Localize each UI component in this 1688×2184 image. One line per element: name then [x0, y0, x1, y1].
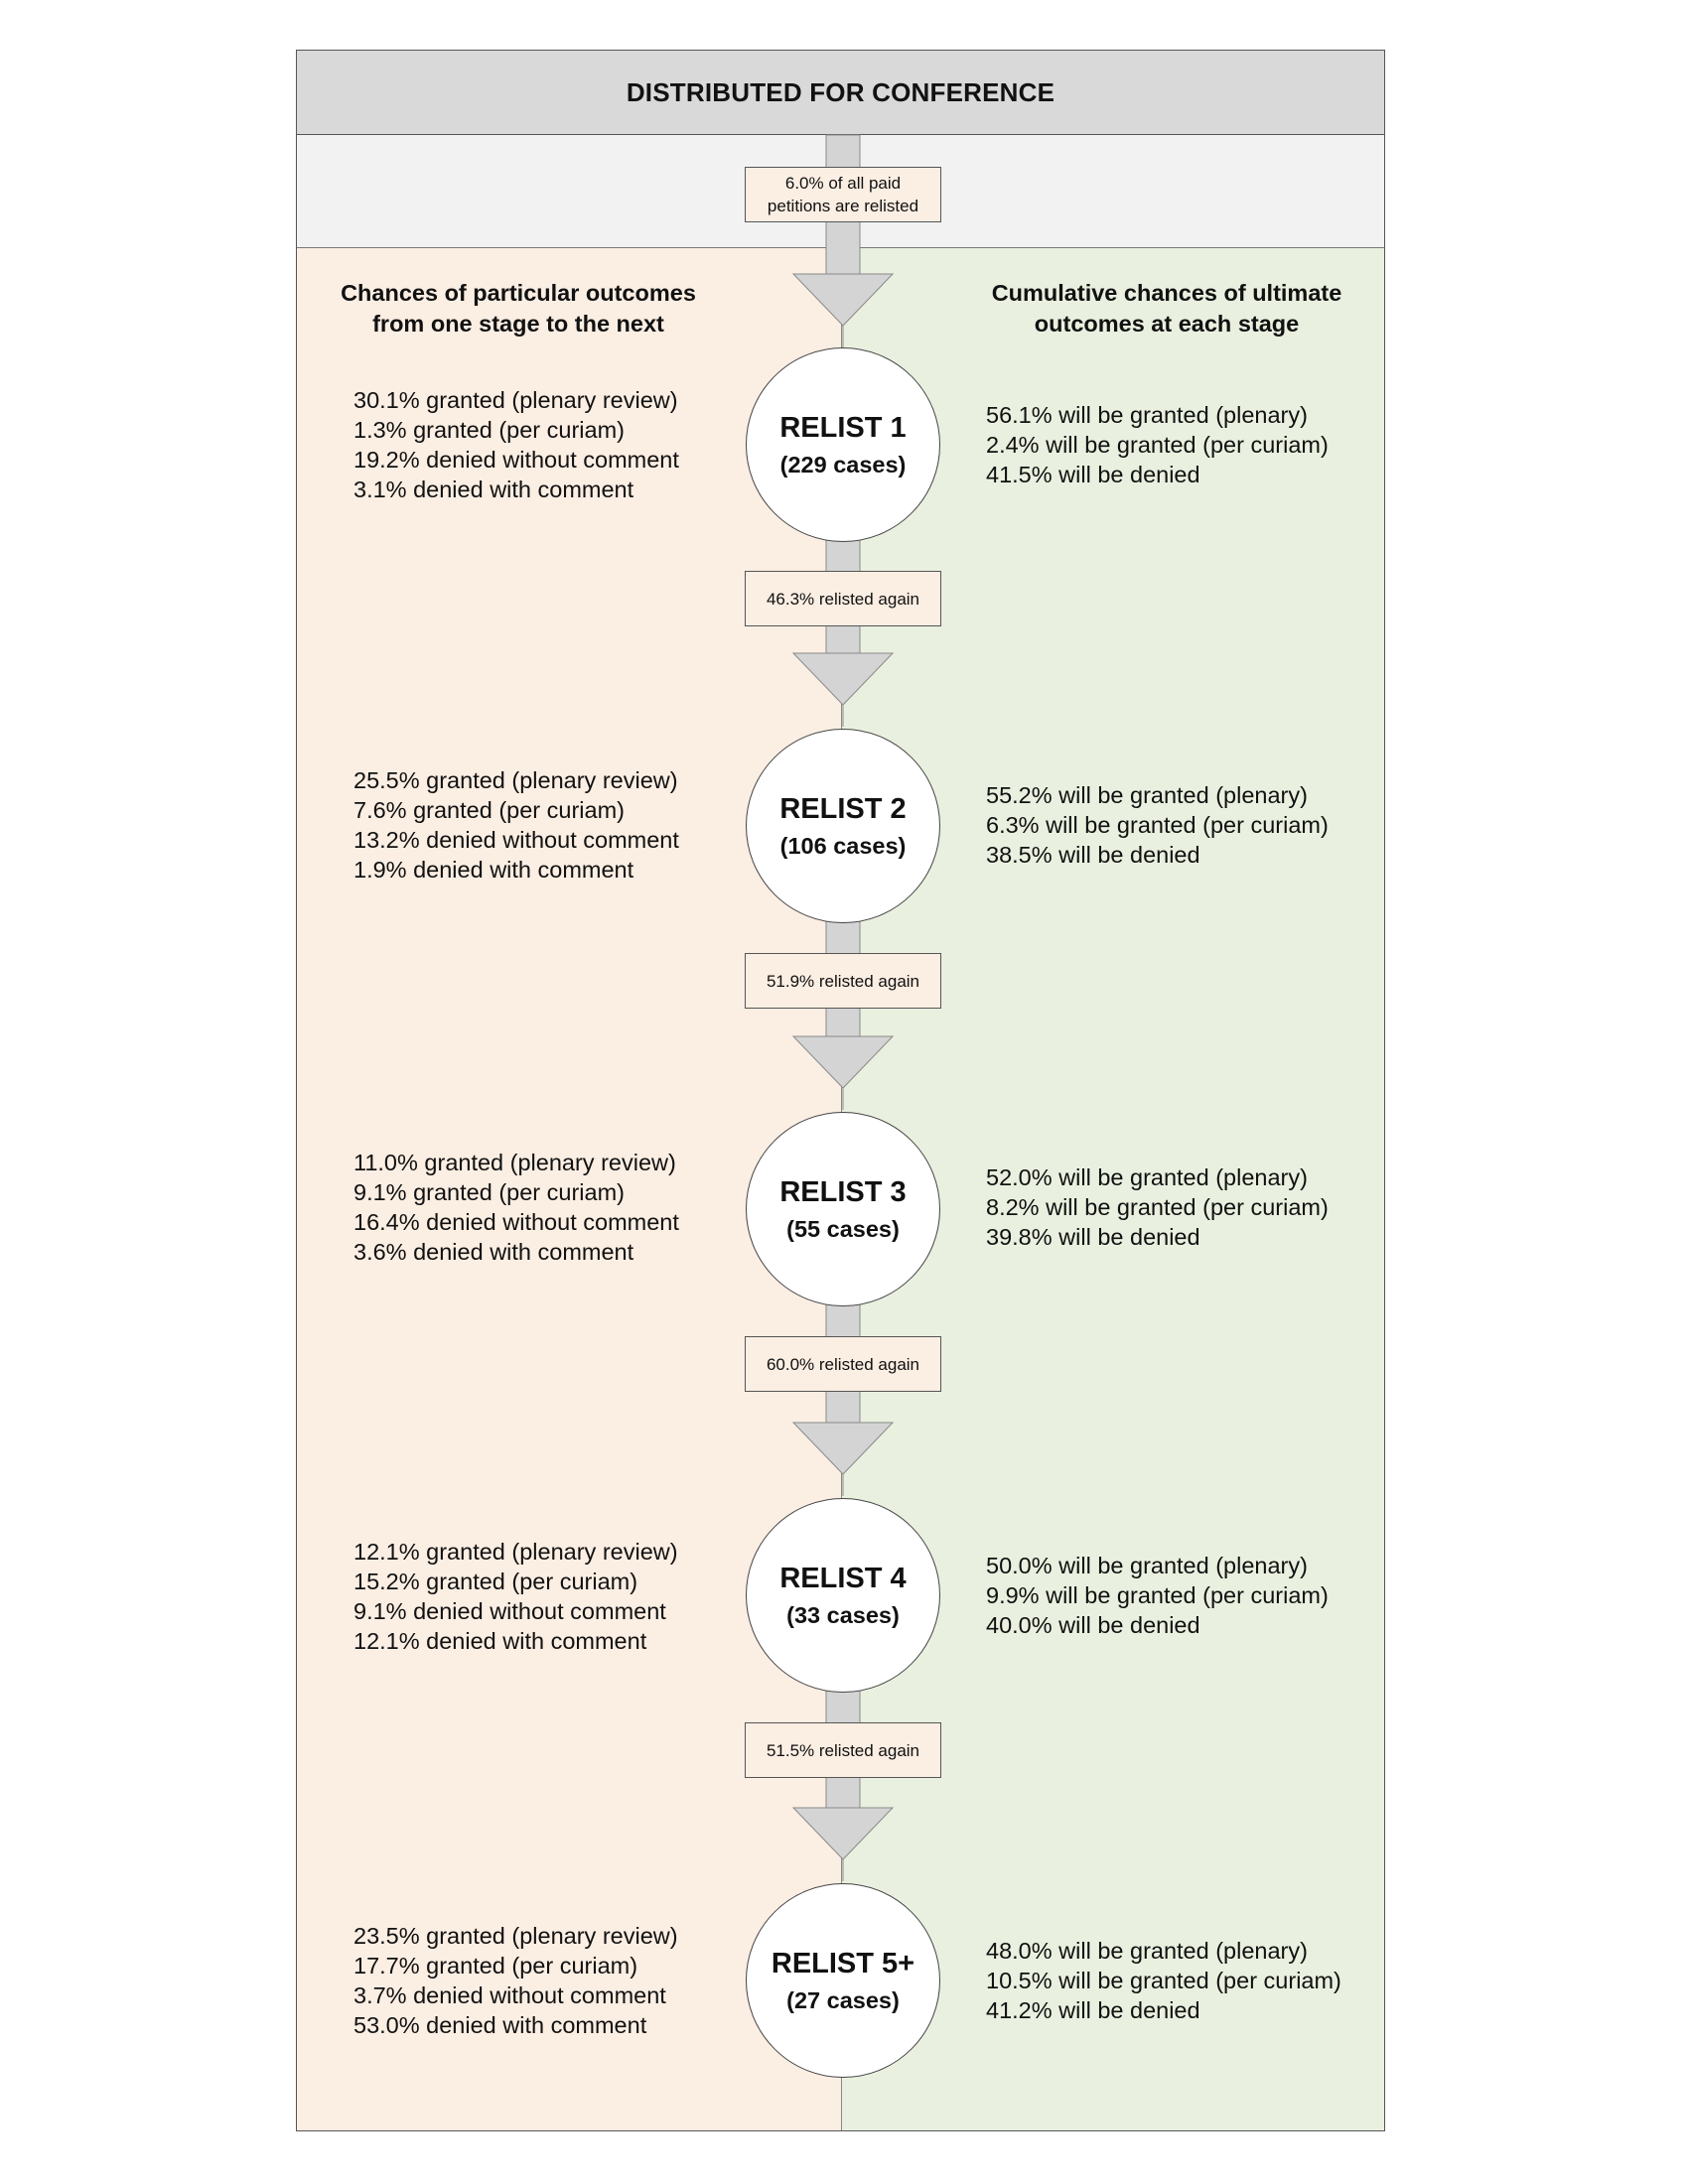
right-heading-line-2: outcomes at each stage [1034, 311, 1300, 337]
diagram-header: DISTRIBUTED FOR CONFERENCE [297, 51, 1384, 135]
stage-outcome-line: 13.2% denied without comment [353, 827, 679, 853]
stage-2-outcomes: 25.5% granted (plenary review) 7.6% gran… [353, 765, 679, 885]
stage-outcome-line: 30.1% granted (plenary review) [353, 387, 678, 413]
stage-4-cumulative: 50.0% will be granted (plenary) 9.9% wil… [986, 1551, 1329, 1640]
cumulative-outcome-line: 40.0% will be denied [986, 1612, 1200, 1638]
relist-again-rate: 51.9% relisted again [766, 971, 920, 991]
relist-again-box-3: 60.0% relisted again [745, 1336, 941, 1392]
diagram-frame [296, 50, 1385, 2131]
cumulative-outcome-line: 2.4% will be granted (per curiam) [986, 432, 1329, 458]
stage-outcome-line: 3.1% denied with comment [353, 477, 634, 502]
stage-2-cumulative: 55.2% will be granted (plenary) 6.3% wil… [986, 780, 1329, 870]
relist-node-5: RELIST 5+ (27 cases) [746, 1883, 940, 2078]
intro-rate-line-1: 6.0% of all paid [784, 174, 902, 193]
cumulative-outcome-line: 48.0% will be granted (plenary) [986, 1938, 1308, 1964]
stage-outcome-line: 15.2% granted (per curiam) [353, 1569, 638, 1594]
node-title: RELIST 3 [779, 1176, 907, 1208]
stage-outcome-line: 9.1% granted (per curiam) [353, 1179, 625, 1205]
relist-again-rate: 60.0% relisted again [766, 1354, 920, 1374]
left-heading-line-1: Chances of particular outcomes [341, 280, 696, 306]
relist-node-1: RELIST 1 (229 cases) [746, 347, 940, 542]
left-column-heading: Chances of particular outcomes from one … [297, 278, 740, 340]
stage-outcome-line: 53.0% denied with comment [353, 2012, 647, 2038]
stage-4-outcomes: 12.1% granted (plenary review) 15.2% gra… [353, 1537, 678, 1656]
node-title: RELIST 4 [779, 1563, 907, 1594]
relist-again-rate: 46.3% relisted again [766, 589, 920, 609]
down-arrow-icon [791, 1035, 895, 1089]
stage-3-cumulative: 52.0% will be granted (plenary) 8.2% wil… [986, 1162, 1329, 1252]
stage-outcome-line: 16.4% denied without comment [353, 1209, 679, 1235]
stage-5-outcomes: 23.5% granted (plenary review) 17.7% gra… [353, 1921, 678, 2040]
relist-again-box-2: 51.9% relisted again [745, 953, 941, 1009]
relist-again-box-1: 46.3% relisted again [745, 571, 941, 626]
cumulative-outcome-line: 8.2% will be granted (per curiam) [986, 1194, 1329, 1220]
stage-1-outcomes: 30.1% granted (plenary review) 1.3% gran… [353, 385, 679, 504]
left-heading-line-2: from one stage to the next [372, 311, 664, 337]
stage-outcome-line: 17.7% granted (per curiam) [353, 1953, 638, 1979]
stage-outcome-line: 25.5% granted (plenary review) [353, 767, 678, 793]
relist-node-4: RELIST 4 (33 cases) [746, 1498, 940, 1693]
header-title: DISTRIBUTED FOR CONFERENCE [626, 76, 1055, 107]
cumulative-outcome-line: 52.0% will be granted (plenary) [986, 1164, 1308, 1190]
intro-rate-line-2: petitions are relisted [767, 197, 919, 215]
cumulative-outcome-line: 39.8% will be denied [986, 1224, 1200, 1250]
node-case-count: (106 cases) [779, 833, 907, 859]
stage-outcome-line: 7.6% granted (per curiam) [353, 797, 625, 823]
relist-again-rate: 51.5% relisted again [766, 1740, 920, 1760]
down-arrow-icon [791, 273, 895, 327]
stage-outcome-line: 11.0% granted (plenary review) [353, 1150, 676, 1175]
stage-outcome-line: 3.7% denied without comment [353, 1982, 666, 2008]
stage-5-cumulative: 48.0% will be granted (plenary) 10.5% wi… [986, 1936, 1341, 2025]
down-arrow-icon [791, 652, 895, 706]
cumulative-outcome-line: 41.5% will be denied [986, 462, 1200, 487]
cumulative-outcome-line: 56.1% will be granted (plenary) [986, 402, 1308, 428]
right-heading-line-1: Cumulative chances of ultimate [991, 280, 1342, 306]
stage-outcome-line: 1.9% denied with comment [353, 857, 634, 883]
node-case-count: (55 cases) [786, 1216, 900, 1242]
stage-outcome-line: 12.1% granted (plenary review) [353, 1539, 678, 1565]
intro-relist-rate-box: 6.0% of all paid petitions are relisted [745, 167, 941, 222]
down-arrow-icon [791, 1422, 895, 1475]
relist-node-3: RELIST 3 (55 cases) [746, 1112, 940, 1306]
stage-outcome-line: 3.6% denied with comment [353, 1239, 634, 1265]
stage-1-cumulative: 56.1% will be granted (plenary) 2.4% wil… [986, 400, 1329, 489]
node-case-count: (27 cases) [786, 1987, 900, 2013]
stage-outcome-line: 1.3% granted (per curiam) [353, 417, 625, 443]
node-title: RELIST 1 [779, 412, 907, 444]
cumulative-outcome-line: 41.2% will be denied [986, 1997, 1200, 2023]
cumulative-outcome-line: 9.9% will be granted (per curiam) [986, 1582, 1329, 1608]
node-case-count: (229 cases) [779, 452, 907, 478]
stage-3-outcomes: 11.0% granted (plenary review) 9.1% gran… [353, 1148, 679, 1267]
stage-outcome-line: 12.1% denied with comment [353, 1628, 647, 1654]
node-title: RELIST 2 [779, 793, 907, 825]
stage-outcome-line: 9.1% denied without comment [353, 1598, 666, 1624]
relist-again-box-4: 51.5% relisted again [745, 1722, 941, 1778]
cumulative-outcome-line: 38.5% will be denied [986, 842, 1200, 868]
stage-outcome-line: 23.5% granted (plenary review) [353, 1923, 678, 1949]
down-arrow-icon [791, 1807, 895, 1860]
stage-outcome-line: 19.2% denied without comment [353, 447, 679, 473]
right-column-heading: Cumulative chances of ultimate outcomes … [948, 278, 1385, 340]
cumulative-outcome-line: 55.2% will be granted (plenary) [986, 782, 1308, 808]
cumulative-outcome-line: 50.0% will be granted (plenary) [986, 1553, 1308, 1578]
cumulative-outcome-line: 10.5% will be granted (per curiam) [986, 1968, 1341, 1993]
node-case-count: (33 cases) [786, 1602, 900, 1628]
cumulative-outcome-line: 6.3% will be granted (per curiam) [986, 812, 1329, 838]
node-title: RELIST 5+ [771, 1948, 915, 1979]
relist-node-2: RELIST 2 (106 cases) [746, 729, 940, 923]
